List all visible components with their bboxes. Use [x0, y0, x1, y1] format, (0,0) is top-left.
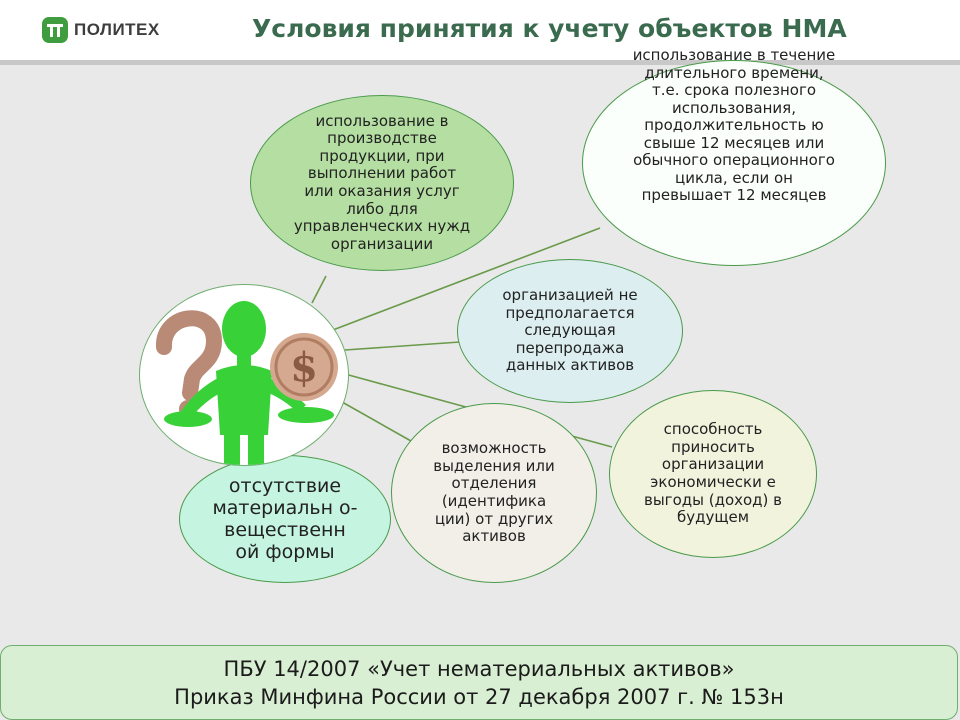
dollar-coin-icon: $ [270, 333, 338, 401]
bubble-production-text: использование в производстве продукции, … [293, 111, 471, 253]
green-figure-icon [164, 301, 334, 465]
logo-text: ПОЛИТЕХ [74, 20, 160, 39]
connector-no-resale [344, 341, 461, 351]
bubble-benefits-text: способность приносить организации эконом… [644, 420, 783, 527]
bubble-no-resale: организацией не предполагается следующая… [457, 259, 683, 403]
bubble-identification-text: возможность выделения или отделения (иде… [433, 439, 555, 546]
politech-logo: ПОЛИТЕХ [42, 16, 160, 44]
bubble-economic-benefits: способность приносить организации эконом… [609, 390, 817, 558]
bubble-no-resale-text: организацией не предполагается следующая… [502, 286, 638, 375]
connector-identification [334, 397, 412, 442]
bubble-long-term-text: использование в течение длительного врем… [632, 46, 836, 205]
bubble-non-material-text: отсутствие материальн о-вещественн ой фо… [212, 474, 358, 564]
header-bar: ПОЛИТЕХ Условия принятия к учету объекто… [0, 0, 960, 60]
footer-line-1: ПБУ 14/2007 «Учет нематериальных активов… [223, 657, 735, 681]
footer-line-2: Приказ Минфина России от 27 декабря 2007… [174, 685, 784, 710]
bubble-production-use: использование в производстве продукции, … [250, 95, 514, 271]
header-divider [0, 60, 960, 65]
bubble-identification: возможность выделения или отделения (иде… [391, 403, 597, 583]
bubble-non-material: отсутствие материальн о-вещественн ой фо… [179, 455, 391, 583]
bubble-long-term-use: использование в течение длительного врем… [582, 46, 886, 266]
connector-production [311, 275, 327, 304]
footer-regulation-box: ПБУ 14/2007 «Учет нематериальных активов… [0, 645, 958, 720]
connector-long-term [324, 227, 601, 334]
svg-text:$: $ [290, 344, 318, 391]
illustration-figure-question-money: $ [139, 284, 349, 466]
page-title: Условия принятия к учету объектов НМА [252, 14, 847, 43]
logo-pi-icon [42, 17, 68, 43]
